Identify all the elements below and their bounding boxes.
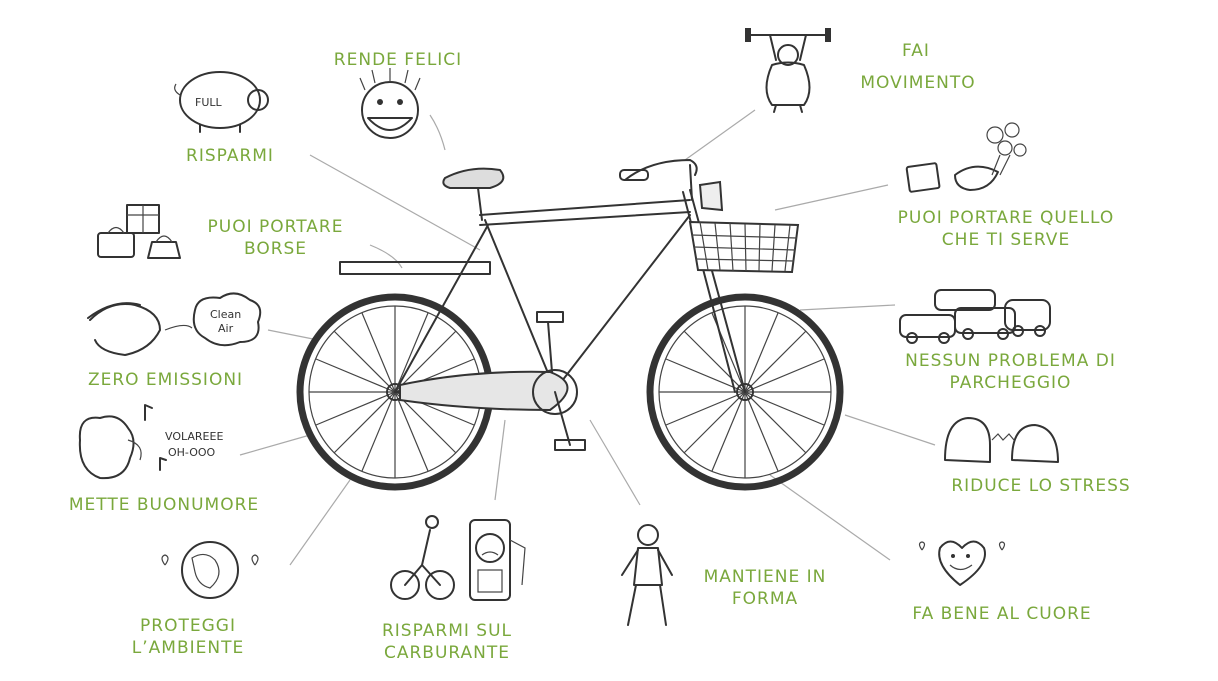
rear-rack — [339, 261, 491, 275]
label-puoi-portare-quello: PUOI PORTARE QUELLO CHE TI SERVE — [897, 208, 1115, 250]
label-risparmi: RISPARMI — [186, 146, 274, 166]
bags-sketch — [97, 204, 181, 259]
label-risparmi-carburante: RISPARMI SUL CARBURANTE — [381, 621, 512, 663]
saddle — [442, 167, 505, 189]
piggy-bank-sketch: FULL — [174, 71, 269, 133]
happy-face-sketch — [359, 68, 421, 139]
label-fai-movimento: FAI MOVIMENTO — [860, 41, 976, 93]
clean-air-text-line1: Clean — [210, 308, 241, 321]
song-text-line2: OH-OOO — [168, 446, 216, 459]
fit-person-sketch — [621, 524, 673, 626]
bicycle — [296, 159, 844, 491]
clean-air-sketch: Clean Air — [87, 292, 262, 356]
headlight — [698, 180, 724, 212]
front-wheel-tire — [646, 293, 844, 491]
label-nessun-problema-parcheggio: NESSUN PROBLEMA DI PARCHEGGIO — [905, 351, 1116, 393]
crank — [532, 369, 578, 415]
sad-gas-pump-sketch — [390, 515, 526, 601]
front-basket — [688, 220, 800, 274]
globe-sketch — [161, 541, 259, 599]
piggy-bank-text: FULL — [195, 96, 223, 109]
singing-woman-sketch: VOLAREEE OH-OOO — [78, 404, 223, 480]
heart-smile-sketch — [918, 540, 1006, 586]
chain-guard — [399, 370, 569, 412]
clean-air-text-line2: Air — [218, 322, 234, 335]
label-proteggi-ambiente: PROTEGGI L’AMBIENTE — [131, 616, 245, 658]
label-riduce-lo-stress: RIDUCE LO STRESS — [951, 476, 1131, 496]
stressed-faces-sketch — [944, 417, 1059, 463]
label-mantiene-in-forma: MANTIENE IN FORMA — [703, 567, 827, 609]
label-zero-emissioni: ZERO EMISSIONI — [87, 370, 244, 390]
frame — [394, 189, 746, 393]
parking-cars-sketch — [899, 289, 1051, 344]
label-rende-felici: RENDE FELICI — [333, 50, 463, 70]
song-text-line1: VOLAREEE — [165, 430, 223, 443]
book-wallet-flowers-sketch — [905, 122, 1027, 193]
label-puoi-portare-borse: PUOI PORTARE BORSE — [207, 217, 344, 259]
label-mette-buonumore: METTE BUONUMORE — [68, 495, 260, 515]
label-fa-bene-al-cuore: FA BENE AL CUORE — [912, 604, 1092, 624]
weightlifter-sketch — [745, 28, 831, 113]
leader-lines — [239, 109, 936, 566]
